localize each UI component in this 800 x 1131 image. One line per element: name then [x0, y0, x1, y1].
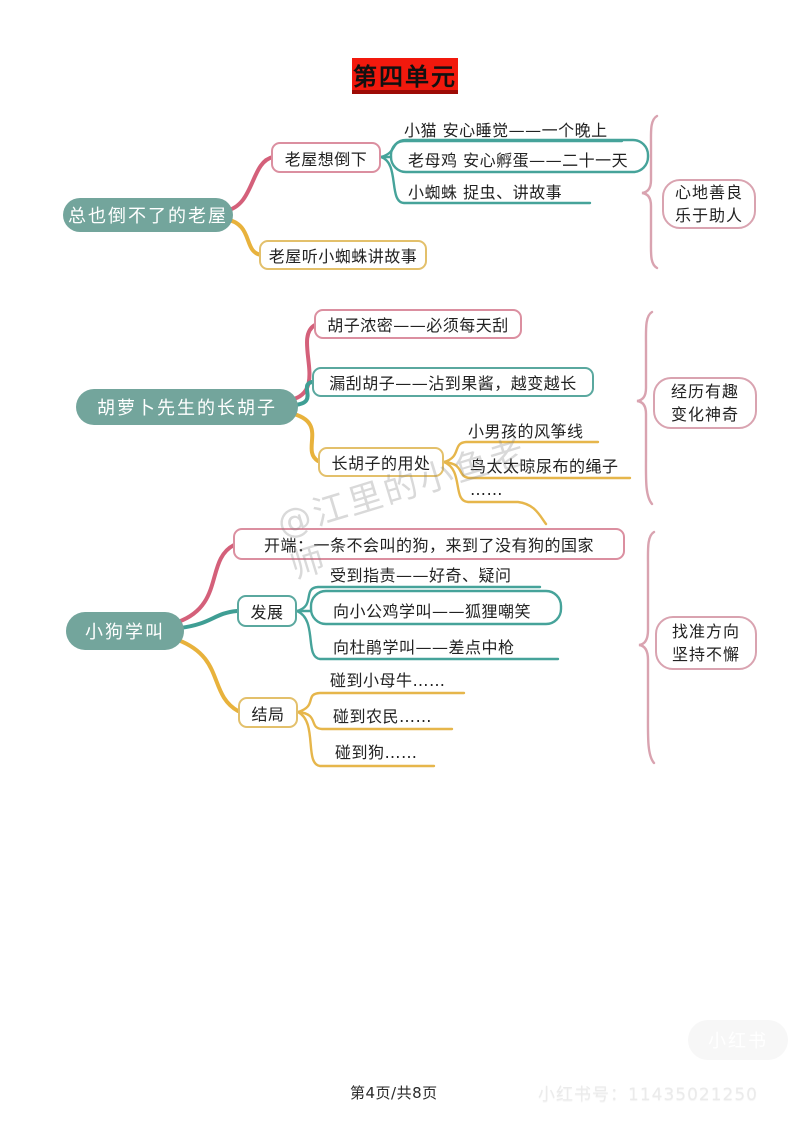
map2-takeaway-line1: 经历有趣	[670, 381, 739, 401]
map3-leaf-gou: 碰到狗……	[335, 743, 418, 762]
map3-leaf-nongmin: 碰到农民……	[333, 707, 433, 726]
unit-title: 第四单元	[352, 58, 458, 94]
page-indicator: 第4页/共8页	[350, 1084, 438, 1102]
map1-branch-laowu-ting-gushi: 老屋听小蜘蛛讲故事	[259, 240, 427, 270]
map1-leaf-xiaozhizhu: 小蜘蛛 捉虫、讲故事	[408, 183, 563, 202]
map1-root-node: 总也倒不了的老屋	[63, 198, 233, 232]
map3-leaf-xiang-dujuan: 向杜鹃学叫——差点中枪	[333, 638, 515, 657]
map1-takeaway-line1: 心地善良	[674, 182, 743, 202]
map3-root-node: 小狗学叫	[66, 612, 184, 650]
map3-branch-jieju: 结局	[238, 697, 298, 728]
map3-branch-fazhan: 发展	[237, 595, 297, 627]
map1-takeaway-line2: 乐于助人	[674, 206, 743, 225]
map2-takeaway-line2: 变化神奇	[670, 405, 739, 424]
map3-takeaway: 找准方向 坚持不懈	[655, 616, 757, 670]
map2-leaf-fengzhengxian: 小男孩的风筝线	[468, 422, 584, 441]
map3-branch-kaiduan: 开端：一条不会叫的狗，来到了没有狗的国家	[233, 528, 625, 560]
map3-leaf-xiaomuniu: 碰到小母牛……	[330, 671, 446, 690]
map3-takeaway-line1: 找准方向	[671, 621, 740, 641]
map1-branch-laowu-xiang-daoxia: 老屋想倒下	[271, 142, 381, 173]
map3-leaf-xiang-gongji: 向小公鸡学叫——狐狸嘲笑	[333, 602, 532, 621]
xiaohongshu-logo: 小红书	[688, 1020, 788, 1060]
map2-leaf-ellipsis: ……	[470, 480, 503, 499]
map1-leaf-xiaomao: 小猫 安心睡觉——一个晚上	[404, 121, 608, 140]
map2-takeaway: 经历有趣 变化神奇	[653, 377, 757, 429]
map2-branch-huzi-nongmi: 胡子浓密——必须每天刮	[314, 309, 522, 339]
map1-takeaway: 心地善良 乐于助人	[662, 179, 756, 229]
map2-leaf-shengzi: 鸟太太晾尿布的绳子	[470, 457, 619, 476]
map1-leaf-laomuji: 老母鸡 安心孵蛋——二十一天	[408, 151, 629, 170]
map2-branch-changhuzi-yongchu: 长胡子的用处	[318, 447, 444, 477]
map3-takeaway-line2: 坚持不懈	[671, 645, 740, 664]
map3-leaf-shoudao-zhize: 受到指责——好奇、疑问	[330, 566, 512, 585]
xiaohongshu-id-watermark: 小红书号：11435021250	[538, 1085, 758, 1105]
map2-root-node: 胡萝卜先生的长胡子	[76, 389, 298, 425]
map2-branch-lougua-huzi: 漏刮胡子——沾到果酱，越变越长	[312, 367, 594, 397]
